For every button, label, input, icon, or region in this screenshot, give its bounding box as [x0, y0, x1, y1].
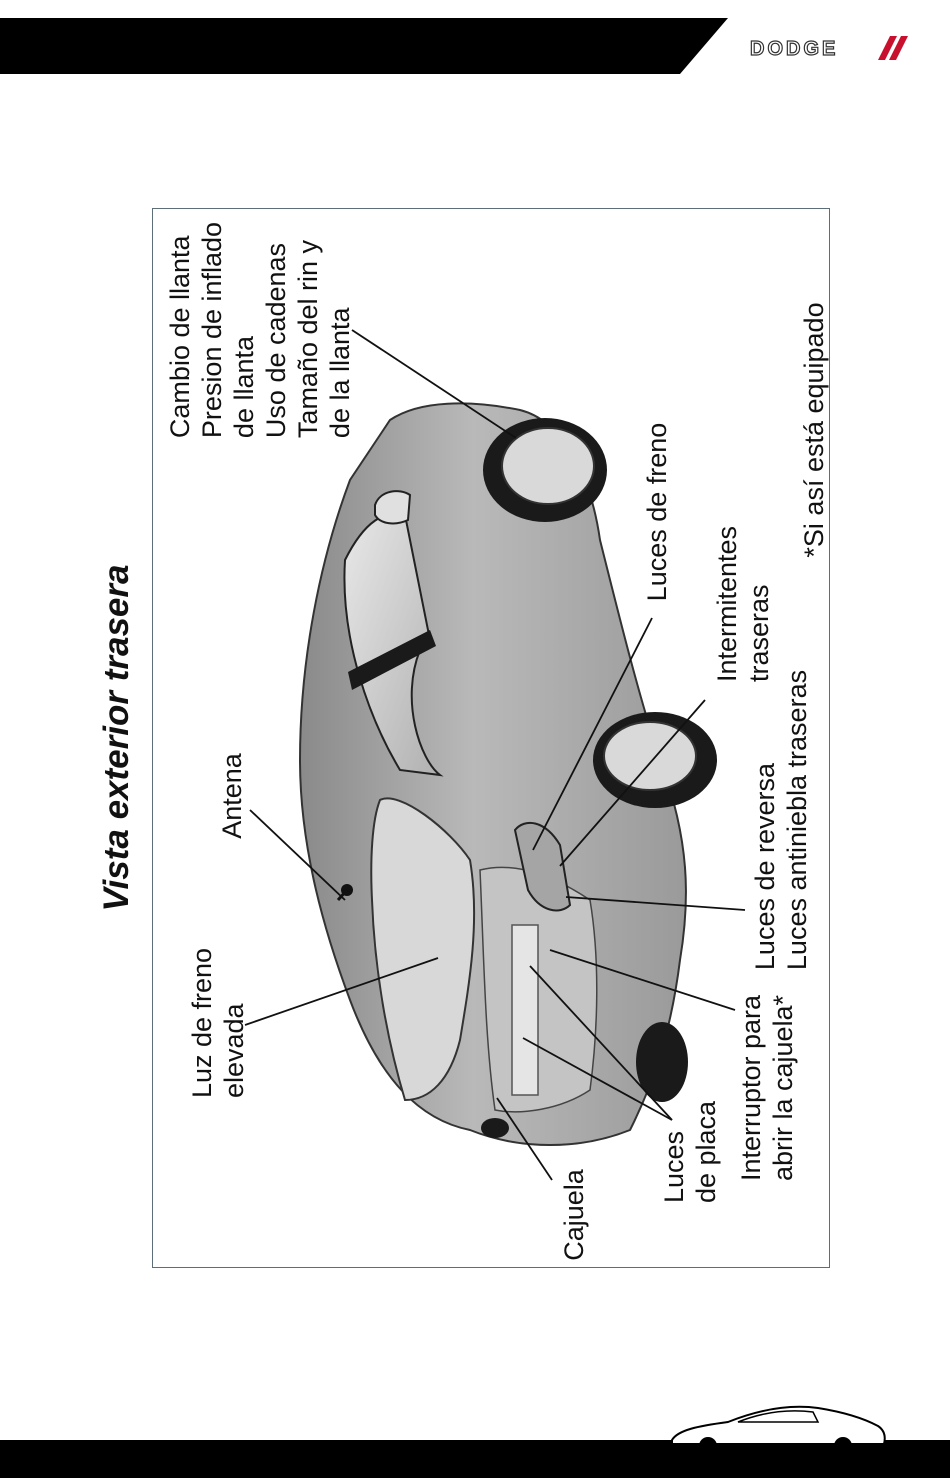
- label-interruptor-cajuela: Interruptor para abrir la cajuela*: [736, 994, 798, 1182]
- car-silhouette-icon: [671, 1405, 886, 1452]
- label-intermitentes: Intermitentes traseras: [712, 525, 774, 683]
- page-title: Vista exterior trasera: [97, 564, 136, 912]
- dodge-logo: DODGE: [748, 34, 908, 62]
- label-antena: Antena: [217, 753, 247, 839]
- illustration-frame: [152, 208, 830, 1268]
- label-luces-placa: Luces de placa: [659, 1100, 721, 1204]
- footnote: *Si así está equipado: [799, 302, 829, 558]
- label-luces-reversa: Luces de reversa Luces antiniebla traser…: [750, 669, 812, 971]
- label-luz-freno-elevada: Luz de freno elevada: [187, 947, 249, 1099]
- brand-wordmark: DODGE: [750, 38, 838, 60]
- footer-bar: [0, 1440, 950, 1478]
- header-bar: [0, 18, 728, 74]
- label-luces-freno: Luces de freno: [642, 422, 672, 602]
- label-llanta: Cambio de llanta Presion de inflado de l…: [165, 221, 355, 439]
- label-cajuela: Cajuela: [559, 1169, 589, 1261]
